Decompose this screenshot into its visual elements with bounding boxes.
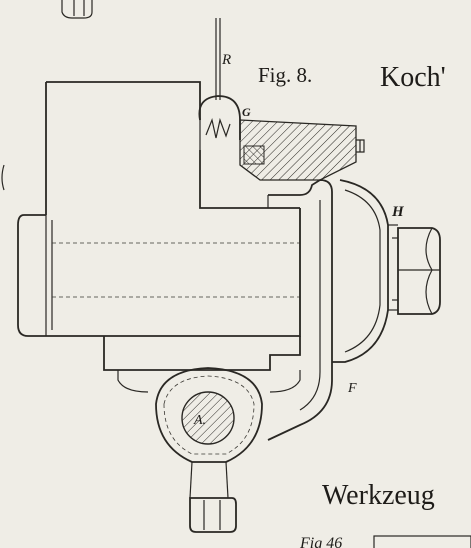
bottom-nut: [189, 497, 237, 533]
label-g: G: [242, 105, 251, 119]
tool-holder-g: [239, 119, 365, 181]
left-edge-fragment: [1, 164, 5, 191]
pivot-a: [155, 367, 263, 499]
hex-nut-right: [392, 227, 441, 315]
lower-bracket: [103, 336, 301, 393]
label-h: H: [391, 204, 405, 220]
main-body-block: [17, 81, 301, 337]
label-r: R: [221, 52, 231, 68]
bottom-heading-fragment: Werkzeug: [322, 480, 435, 511]
top-nut-fragment: [61, 0, 93, 19]
figure-label: Fig. 8.: [258, 63, 312, 87]
heading-fragment: Koch': [380, 62, 446, 93]
label-f: F: [347, 381, 357, 396]
housing-h: [332, 179, 398, 363]
bottom-caption-fragment: Fig 46: [299, 535, 342, 548]
rod-r: [198, 18, 241, 150]
f-arm-bracket: [267, 179, 333, 441]
bottom-box-fragment: [373, 535, 471, 548]
label-a: A.: [193, 413, 206, 428]
